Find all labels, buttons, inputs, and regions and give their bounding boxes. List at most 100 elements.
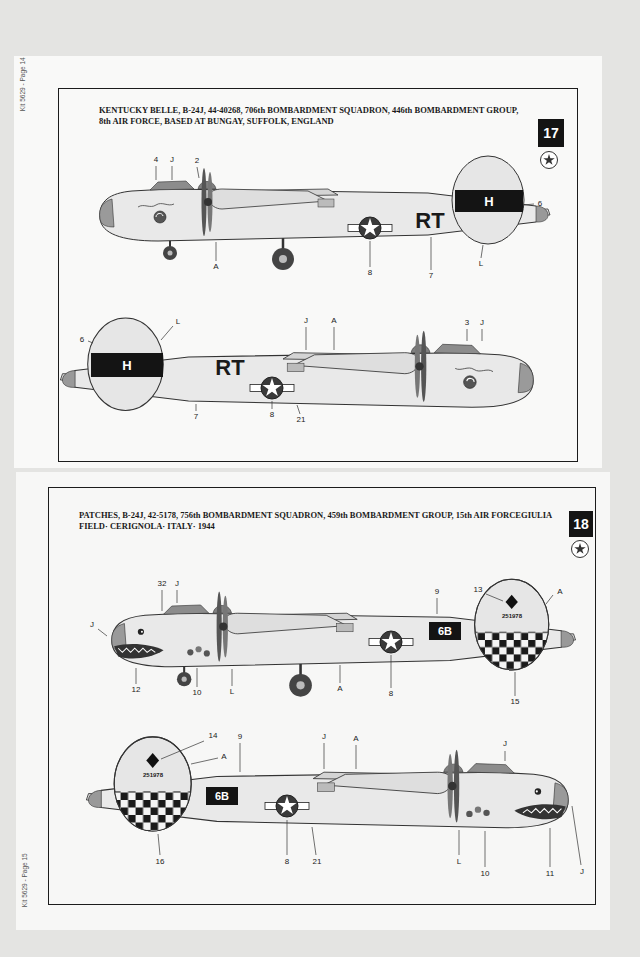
leader-line (306, 327, 307, 350)
leader-line (391, 655, 392, 688)
tail-diamond (146, 753, 159, 768)
leader-line (197, 668, 198, 687)
leader-line (370, 241, 371, 267)
shark-mouth (114, 629, 163, 659)
callout-number: 7 (194, 413, 198, 421)
scheme-number-badge: 18 (569, 511, 593, 537)
callout-number: 9 (238, 733, 242, 741)
leader-line (162, 590, 163, 611)
callout-number: J (90, 621, 94, 629)
page-footer: Kit 5629 - Page 15 (22, 853, 29, 907)
tail-code: RT (415, 210, 444, 232)
callout-number: A (221, 753, 226, 761)
national-insignia (348, 217, 392, 239)
leader-line (191, 758, 218, 764)
nose-art (187, 646, 210, 656)
aircraft-left-profile (112, 579, 576, 696)
callout-number: L (479, 260, 483, 268)
code-box: 6B (206, 787, 238, 805)
leader-line (232, 669, 233, 686)
leader-line (172, 166, 173, 180)
leader-line (161, 326, 173, 340)
callout-number: 6 (80, 336, 84, 344)
emblem-star (574, 543, 585, 554)
callout-number: J (503, 740, 507, 748)
callout-number: 8 (389, 690, 393, 698)
tail-fin-outline (475, 579, 549, 670)
leader-line (324, 743, 325, 769)
leader-line (161, 741, 204, 759)
callout-number: J (580, 868, 584, 876)
scheme-panel: PATCHES, B-24J, 42-5178, 756th BOMBARDME… (48, 487, 596, 905)
national-insignia (265, 795, 309, 817)
callout-number: 10 (193, 689, 202, 697)
leader-line (572, 806, 581, 865)
nose-art (466, 806, 490, 817)
serial-number: 251978 (143, 772, 163, 778)
leader-line (196, 404, 197, 411)
callout-number: 12 (132, 686, 141, 694)
leader-line (481, 245, 483, 258)
scheme-number-badge: 17 (538, 119, 564, 147)
aircraft-right-profile (60, 318, 533, 410)
callout-number: 8 (270, 411, 274, 419)
callout-number: J (170, 156, 174, 164)
callout-number: A (331, 317, 336, 325)
callout-number: 7 (429, 272, 433, 280)
tail-code: RT (215, 357, 244, 379)
leader-line (312, 827, 316, 855)
leader-line (546, 595, 553, 604)
callout-number: 15 (511, 698, 520, 706)
marking-text: 6B (215, 790, 229, 802)
nose-art (138, 204, 174, 223)
callout-number: 10 (481, 870, 490, 878)
callout-number: J (175, 580, 179, 588)
serial-number: 251978 (502, 613, 522, 619)
callout-number: 21 (313, 858, 322, 866)
leader-line (297, 405, 300, 414)
paper-sheet (16, 472, 610, 930)
leader-line (523, 204, 534, 205)
leader-line (88, 341, 93, 343)
callout-number: 2 (195, 157, 199, 165)
b24-profile (100, 156, 550, 244)
scheme-panel: KENTUCKY BELLE, B-24J, 44-40268, 706th B… (58, 88, 578, 462)
leader-line (340, 665, 341, 683)
checkerboard-tail (473, 632, 551, 673)
callout-number: 8 (368, 269, 372, 277)
page-footer: Kit 5629 - Page 14 (20, 57, 27, 111)
leader-line (272, 401, 273, 409)
marking-text: 17 (543, 125, 559, 141)
callout-number: L (230, 688, 234, 696)
callout-number: 3 (465, 319, 469, 327)
leader-line (515, 672, 516, 696)
b24-profile (60, 318, 533, 410)
leader-line (485, 831, 486, 867)
callout-number: A (337, 685, 342, 693)
shark-mouth (514, 788, 565, 819)
marking-text: 6B (438, 625, 452, 637)
leader-line (98, 629, 107, 636)
callout-number: 14 (209, 732, 218, 740)
callout-number: 11 (546, 870, 554, 878)
tail-diamond (506, 595, 518, 609)
scheme-title: PATCHES, B-24J, 42-5178, 756th BOMBARDME… (79, 488, 559, 532)
emblem (572, 541, 589, 558)
leader-line (356, 745, 357, 769)
scheme-title: KENTUCKY BELLE, B-24J, 44-40268, 706th B… (99, 89, 519, 127)
emblem-star (543, 154, 554, 165)
national-insignia (369, 631, 413, 653)
callout-number: 13 (474, 586, 483, 594)
aircraft-left-profile (100, 156, 550, 270)
national-insignia (250, 377, 294, 399)
leader-line (505, 751, 506, 761)
tail-band: H (91, 353, 163, 377)
callout-number: 9 (435, 588, 439, 596)
code-box: 6B (429, 622, 461, 640)
leader-line (287, 820, 288, 855)
leader-line (158, 834, 160, 855)
checkerboard-tail (112, 791, 193, 834)
emblem (541, 152, 558, 169)
leader-line (482, 329, 483, 341)
